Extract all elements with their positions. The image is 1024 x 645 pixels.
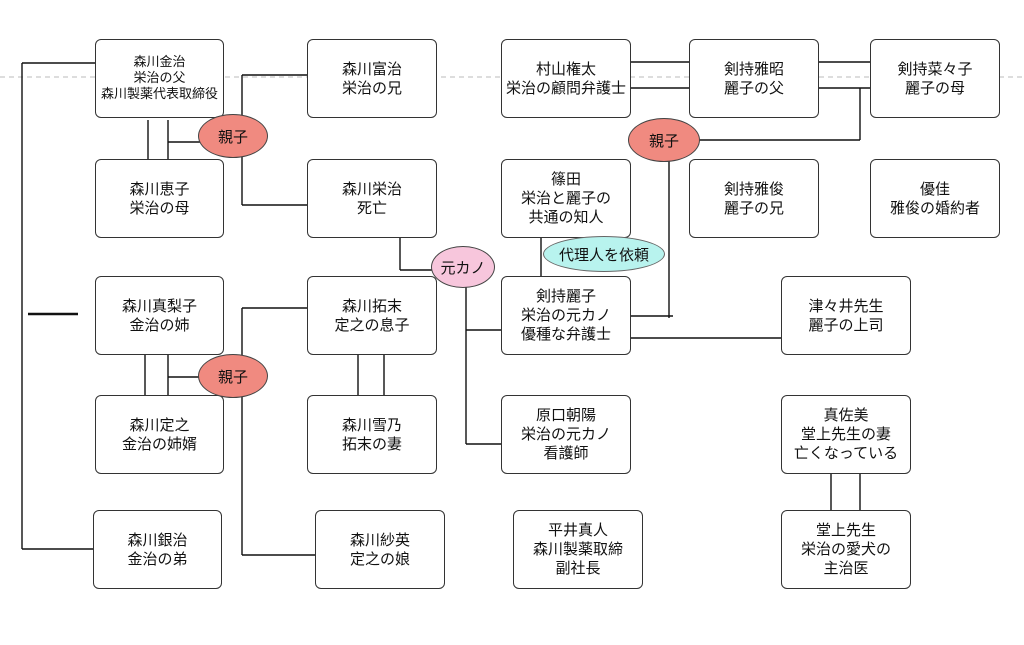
person-label-sadayuki: 森川定之 金治の姉婿 [121, 415, 197, 453]
relation-oval-motokano: 元カノ [431, 246, 495, 288]
person-box-shinoda: 篠田 栄治と麗子の 共通の知人 [501, 159, 631, 238]
relation-oval-dairinin: 代理人を依頼 [543, 236, 665, 272]
person-box-eiji: 森川栄治 死亡 [307, 159, 437, 238]
person-label-yuka: 優佳 雅俊の婚約者 [889, 179, 980, 217]
person-label-yukino: 森川雪乃 拓末の妻 [341, 415, 402, 453]
person-box-murayama: 村山権太 栄治の顧問弁護士 [501, 39, 631, 118]
person-box-masatoshi: 剣持雅俊 麗子の兄 [689, 159, 819, 238]
person-box-ginji: 森川銀治 金治の弟 [93, 510, 222, 589]
relation-label: 親子 [217, 367, 248, 386]
person-box-tsutsui: 津々井先生 麗子の上司 [781, 276, 911, 355]
person-label-murayama: 村山権太 栄治の顧問弁護士 [505, 59, 626, 97]
relation-label: 親子 [648, 131, 679, 150]
person-label-masami: 真佐美 堂上先生の妻 亡くなっている [793, 406, 899, 462]
person-box-takusue: 森川拓末 定之の息子 [307, 276, 437, 355]
person-label-dojo: 堂上先生 栄治の愛犬の 主治医 [800, 521, 891, 577]
person-box-harada: 原口朝陽 栄治の元カノ 看護師 [501, 395, 631, 474]
person-box-sadayuki: 森川定之 金治の姉婿 [95, 395, 224, 474]
person-label-kinji: 森川金治 栄治の父 森川製薬代表取締役 [100, 54, 218, 102]
person-label-masatoshi: 剣持雅俊 麗子の兄 [723, 179, 784, 217]
person-label-keiko: 森川恵子 栄治の母 [129, 179, 190, 217]
person-box-keiko: 森川恵子 栄治の母 [95, 159, 224, 238]
person-box-tomiji: 森川富治 栄治の兄 [307, 39, 437, 118]
person-box-mariko: 森川真梨子 金治の姉 [95, 276, 224, 355]
relation-label: 親子 [217, 127, 248, 146]
person-label-eiji: 森川栄治 死亡 [341, 179, 402, 217]
person-box-yukino: 森川雪乃 拓末の妻 [307, 395, 437, 474]
person-label-sae: 森川紗英 定之の娘 [349, 530, 410, 568]
person-label-tsutsui: 津々井先生 麗子の上司 [808, 296, 884, 334]
person-label-ginji: 森川銀治 金治の弟 [127, 530, 188, 568]
person-box-kinji: 森川金治 栄治の父 森川製薬代表取締役 [95, 39, 224, 118]
relation-oval-oyako-kinji: 親子 [198, 114, 268, 158]
person-label-takusue: 森川拓末 定之の息子 [334, 296, 410, 334]
person-box-masami: 真佐美 堂上先生の妻 亡くなっている [781, 395, 911, 474]
person-label-shinoda: 篠田 栄治と麗子の 共通の知人 [520, 170, 611, 226]
person-label-nanako: 剣持菜々子 麗子の母 [897, 59, 973, 97]
person-label-hirai: 平井真人 森川製薬取締 副社長 [532, 521, 623, 577]
person-box-yuka: 優佳 雅俊の婚約者 [870, 159, 1000, 238]
person-label-mariko: 森川真梨子 金治の姉 [121, 296, 197, 334]
relation-oval-oyako-kenmochi: 親子 [628, 118, 700, 162]
person-box-dojo: 堂上先生 栄治の愛犬の 主治医 [781, 510, 911, 589]
relation-label: 元カノ [440, 258, 486, 277]
relation-label: 代理人を依頼 [558, 245, 649, 264]
person-box-masaaki: 剣持雅昭 麗子の父 [689, 39, 819, 118]
person-label-masaaki: 剣持雅昭 麗子の父 [723, 59, 784, 97]
person-label-reiko: 剣持麗子 栄治の元カノ 優種な弁護士 [520, 287, 611, 343]
person-box-nanako: 剣持菜々子 麗子の母 [870, 39, 1000, 118]
person-box-reiko: 剣持麗子 栄治の元カノ 優種な弁護士 [501, 276, 631, 355]
person-label-tomiji: 森川富治 栄治の兄 [341, 59, 402, 97]
relation-oval-oyako-sadayuki: 親子 [198, 354, 268, 398]
person-box-sae: 森川紗英 定之の娘 [315, 510, 445, 589]
person-label-harada: 原口朝陽 栄治の元カノ 看護師 [520, 406, 611, 462]
person-box-hirai: 平井真人 森川製薬取締 副社長 [513, 510, 643, 589]
